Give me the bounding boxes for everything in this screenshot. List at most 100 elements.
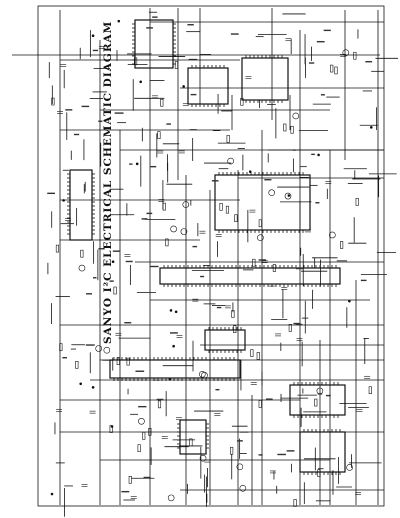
resistor <box>59 343 63 351</box>
transistor <box>268 189 276 197</box>
junction-dot <box>50 492 54 496</box>
resistor <box>258 400 262 408</box>
transistor <box>257 234 264 241</box>
resistor <box>231 310 235 318</box>
component-mark <box>286 450 295 452</box>
component-mark <box>258 259 266 261</box>
resistor <box>317 469 321 477</box>
junction-dot <box>348 299 351 303</box>
diagram-title: SANYO I²C ELECTRICAL SCHEMATIC DIAGRAM <box>102 20 114 344</box>
component-mark <box>315 202 320 204</box>
component-mark <box>129 163 133 165</box>
transistor <box>239 485 247 492</box>
resistor <box>174 61 178 69</box>
component-mark <box>360 279 367 282</box>
resistor <box>258 219 262 228</box>
transistor <box>95 345 102 352</box>
transistor <box>78 264 86 272</box>
ic-chip <box>214 174 311 231</box>
component-mark <box>121 490 130 493</box>
component-mark <box>325 394 331 397</box>
component-mark <box>317 393 323 395</box>
component-mark <box>85 344 95 346</box>
resistor <box>160 98 164 107</box>
junction-dot <box>169 309 173 312</box>
component-mark <box>86 293 93 295</box>
transistor <box>284 192 292 200</box>
diagram-title-wrap: SANYO I²C ELECTRICAL SCHEMATIC DIAGRAM <box>96 21 115 344</box>
junction-dot <box>287 194 291 197</box>
component-mark <box>65 109 73 111</box>
component-mark <box>365 61 373 63</box>
transistor <box>182 201 190 208</box>
resistor <box>137 444 141 452</box>
component-mark <box>73 133 80 136</box>
transistor <box>170 225 177 233</box>
resistor <box>219 203 223 211</box>
ic-chip <box>109 359 241 379</box>
junction-dot <box>79 382 82 386</box>
junction-dot <box>117 19 121 23</box>
component-mark <box>320 94 325 96</box>
resistor <box>340 241 344 249</box>
resistor <box>250 349 254 357</box>
transistor <box>227 157 234 165</box>
component-mark <box>237 440 243 442</box>
resistor <box>134 57 138 66</box>
ic-chip <box>134 19 174 69</box>
component-mark <box>150 165 157 168</box>
component-mark <box>295 323 303 326</box>
transistor <box>180 228 188 235</box>
component-mark <box>150 265 159 268</box>
resistor <box>116 357 120 365</box>
ic-chip <box>159 267 341 285</box>
junction-dot <box>168 377 172 381</box>
resistor <box>256 352 260 360</box>
resistor <box>157 400 162 409</box>
junction-dot <box>111 260 115 263</box>
resistor <box>225 205 230 214</box>
component-mark <box>109 280 114 282</box>
component-mark <box>143 476 151 479</box>
resistor <box>330 64 334 73</box>
component-mark <box>92 277 97 279</box>
component-mark <box>323 29 331 32</box>
resistor <box>80 249 84 258</box>
junction-dot <box>248 170 252 173</box>
resistor <box>230 446 234 455</box>
junction-dot <box>174 310 178 314</box>
resistor <box>234 214 238 223</box>
component-mark <box>308 62 315 64</box>
junction-dot <box>135 162 139 166</box>
component-mark <box>190 93 197 96</box>
resistor <box>290 125 294 134</box>
component-mark <box>124 322 132 324</box>
component-mark <box>114 112 124 114</box>
transistor <box>103 346 111 354</box>
resistor <box>148 427 152 436</box>
junction-dot <box>91 386 95 389</box>
transistor <box>199 454 207 462</box>
transistor <box>346 464 353 471</box>
resistor <box>189 438 193 447</box>
component-mark <box>264 179 272 181</box>
component-mark <box>146 27 153 29</box>
component-mark <box>187 24 194 26</box>
component-mark <box>141 218 148 220</box>
component-mark <box>92 49 99 52</box>
transistor <box>329 231 336 239</box>
component-mark <box>264 174 270 176</box>
component-mark <box>98 248 105 250</box>
component-mark <box>292 149 296 151</box>
resistor <box>162 202 166 211</box>
ic-chip <box>289 384 346 416</box>
component-mark <box>135 370 145 372</box>
resistor <box>75 361 79 369</box>
ic-chip <box>204 329 246 351</box>
component-mark <box>125 260 133 263</box>
junction-dot <box>62 199 65 202</box>
resistor <box>283 123 287 132</box>
junction-dot <box>369 126 373 129</box>
